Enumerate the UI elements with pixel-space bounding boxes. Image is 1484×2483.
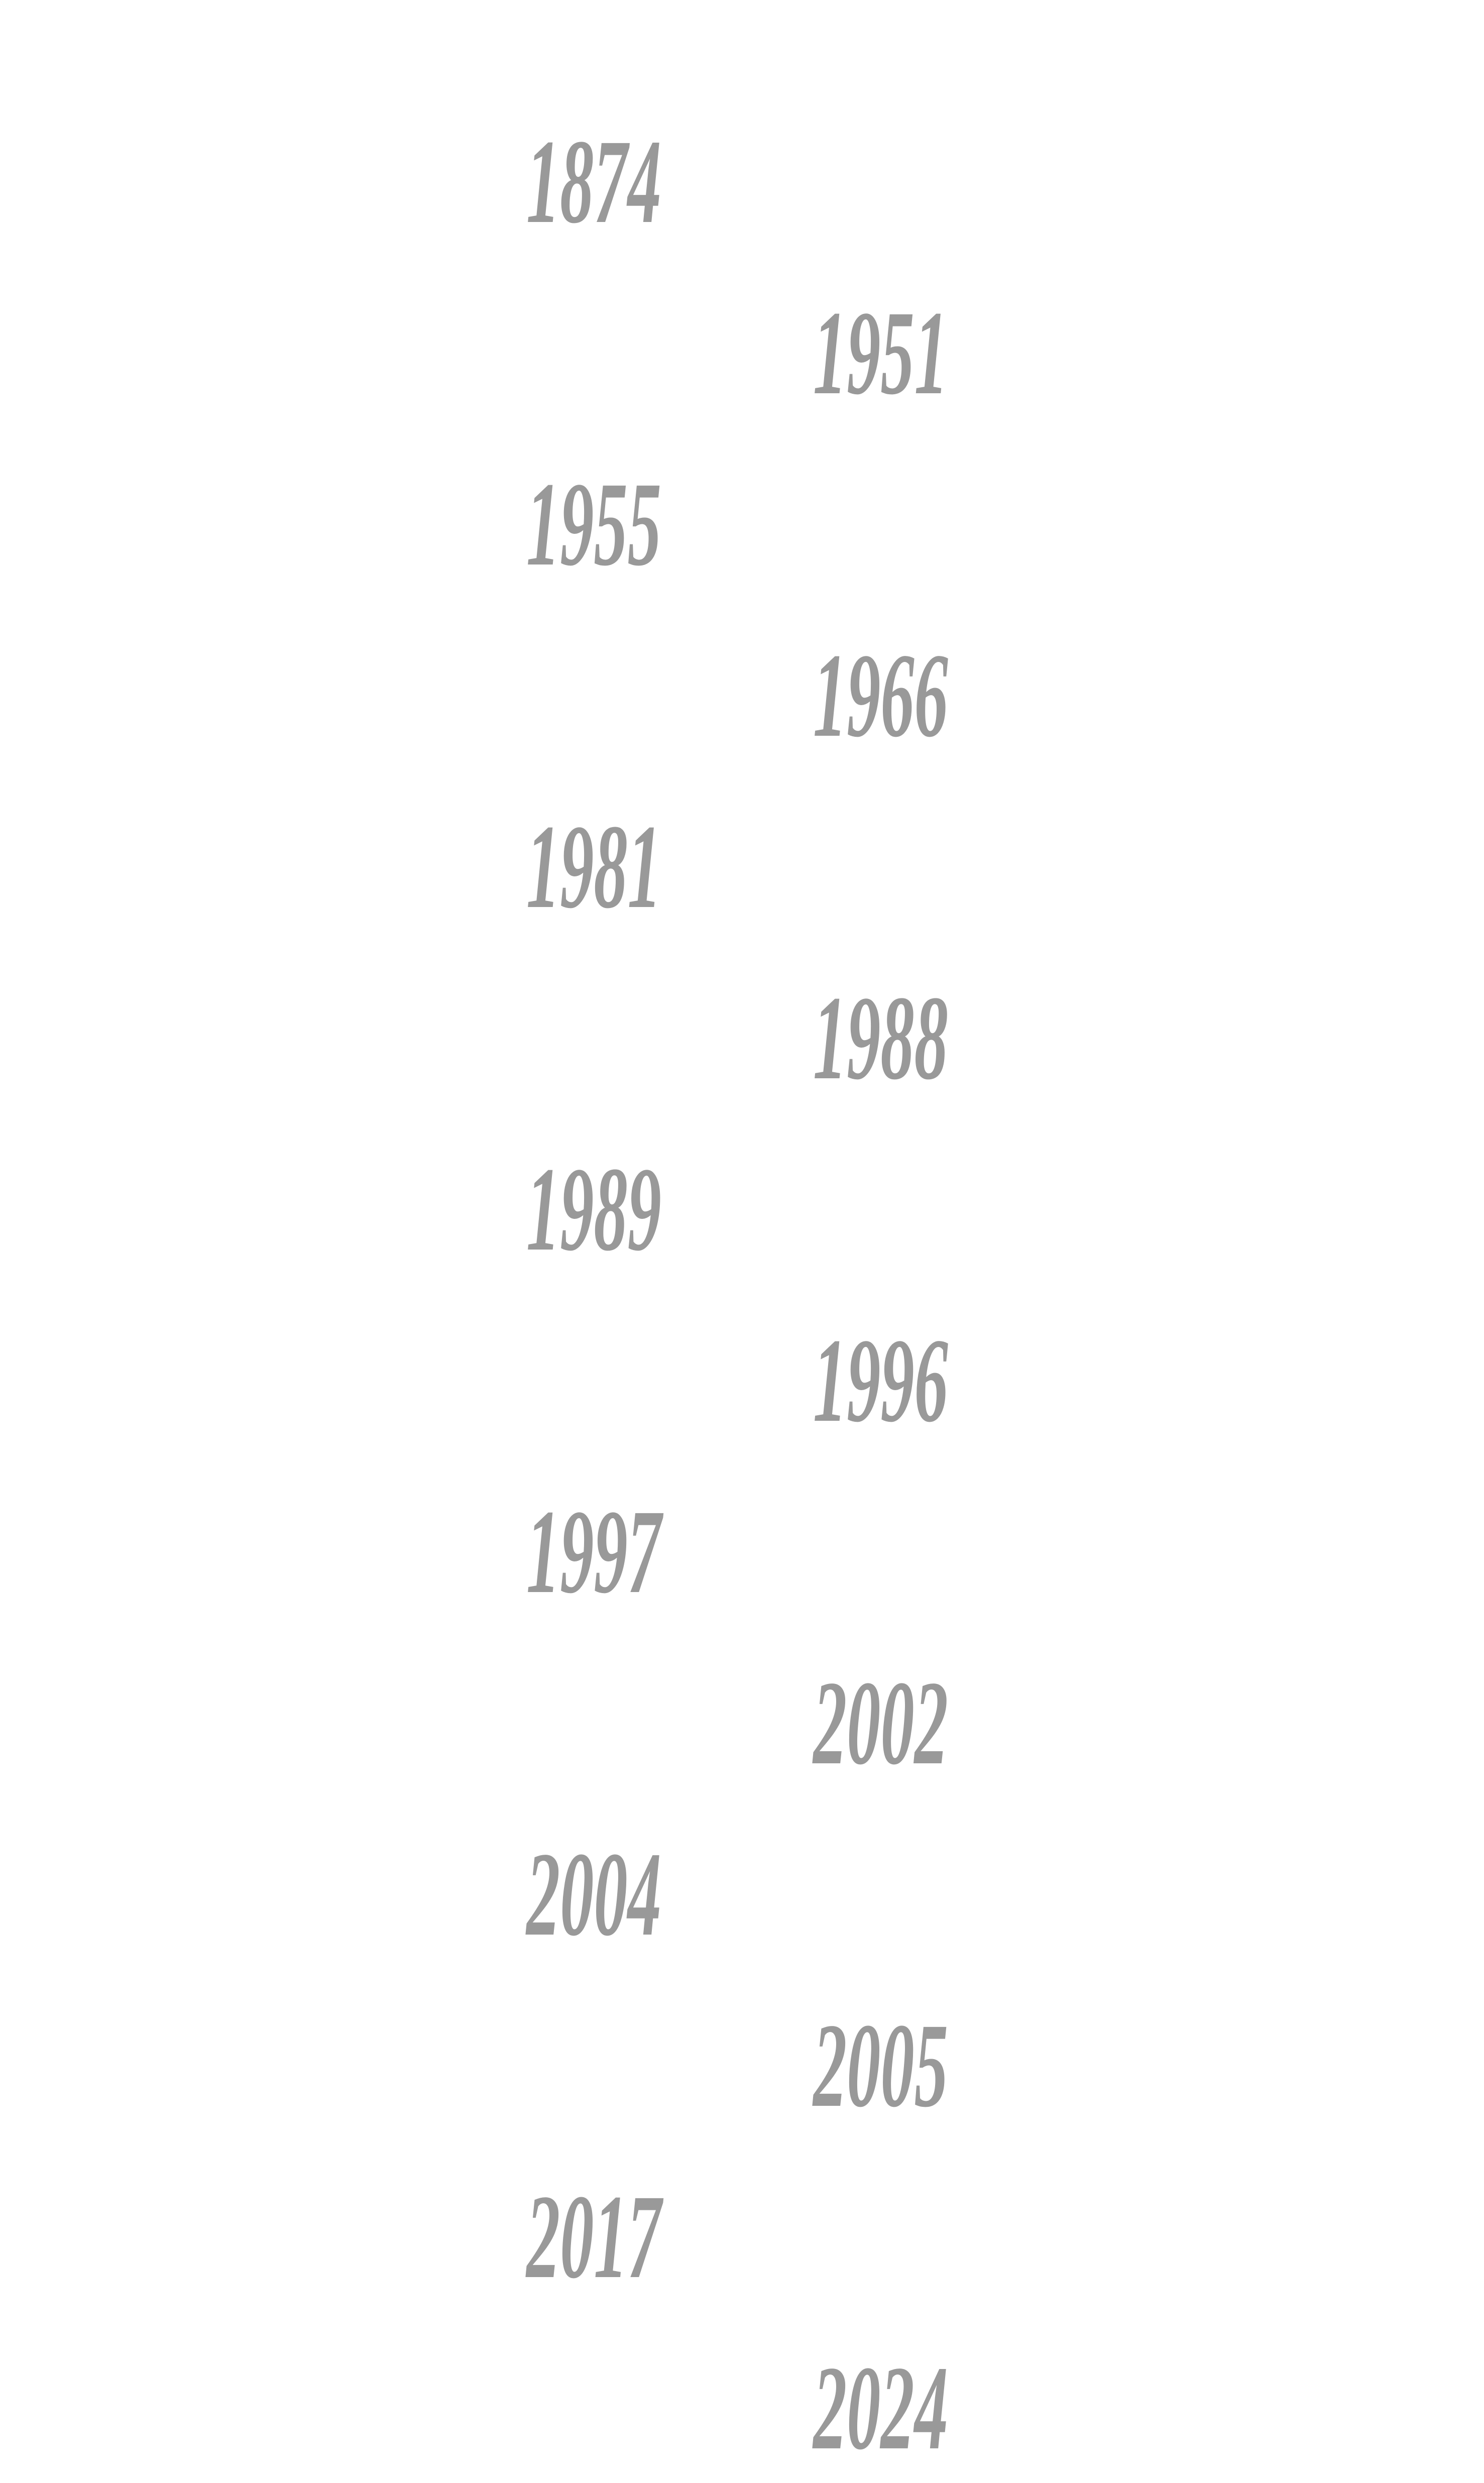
year-label: 1988 xyxy=(813,971,948,1104)
year-label: 1955 xyxy=(526,457,661,591)
year-label: 2002 xyxy=(813,1656,948,1789)
year-label: 1997 xyxy=(526,1485,661,1618)
year-label: 1874 xyxy=(526,115,661,248)
year-label: 1989 xyxy=(526,1142,661,1276)
year-label: 1996 xyxy=(813,1313,948,1447)
year-label: 1951 xyxy=(813,286,948,419)
year-label: 2017 xyxy=(526,2170,661,2303)
year-label: 1966 xyxy=(813,628,948,762)
year-label: 2005 xyxy=(813,1998,948,2132)
year-label: 2024 xyxy=(813,2341,948,2474)
year-label: 2004 xyxy=(526,1827,661,1961)
year-label: 1981 xyxy=(526,800,661,933)
